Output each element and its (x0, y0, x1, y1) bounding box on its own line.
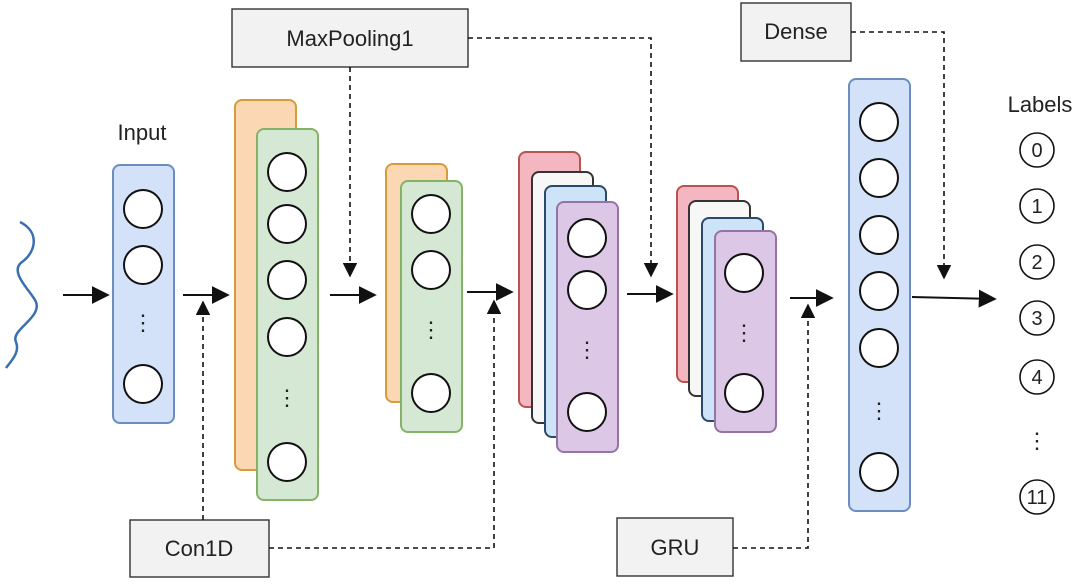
output-label-circle (1019, 359, 1055, 395)
labels-title: Labels (1008, 92, 1073, 117)
input-node (123, 245, 163, 285)
labels-ellipsis: ⋮ (1026, 428, 1048, 453)
conv-node (267, 204, 307, 244)
conv-node (267, 317, 307, 357)
conv-ellipsis: ⋮ (276, 385, 298, 410)
gru-box (616, 517, 734, 577)
output-label-circle (1019, 300, 1055, 336)
dense-node (859, 215, 899, 255)
conv2-node (567, 392, 607, 432)
dense-node (859, 158, 899, 198)
input-node (123, 364, 163, 404)
input-signal-wave (5, 220, 38, 369)
gru-connector (733, 303, 816, 549)
pool2-ellipsis: ⋮ (733, 320, 755, 345)
arrow-to-labels (911, 289, 997, 308)
dense-node (859, 328, 899, 368)
dense-node (859, 452, 899, 492)
conv2-ellipsis: ⋮ (576, 337, 598, 362)
pool-node (411, 194, 451, 234)
output-label-circle (1019, 244, 1055, 280)
output-label-circle (1019, 132, 1055, 168)
input-label: Input (118, 120, 167, 145)
conv2-node (567, 270, 607, 310)
pool2-node (724, 373, 764, 413)
dense-ellipsis: ⋮ (868, 398, 890, 423)
conv2-map-4 (556, 201, 619, 453)
dense-connector (851, 31, 952, 280)
conv-node (267, 152, 307, 192)
maxpooling-connector-right (468, 37, 659, 278)
conv2-node (567, 218, 607, 258)
pool-node (411, 250, 451, 290)
dense-node (859, 271, 899, 311)
output-label-text: 0 (1031, 140, 1042, 162)
input-node (123, 189, 163, 229)
pool-node (411, 373, 451, 413)
gru-label: GRU (651, 535, 700, 560)
output-label-text: 4 (1031, 367, 1042, 389)
output-label-text: 11 (1027, 487, 1048, 509)
output-labels: 0 1 2 3 4 11 (1019, 132, 1055, 515)
output-label-circle (1019, 188, 1055, 224)
dense-label: Dense (764, 19, 828, 44)
pool2-node (724, 253, 764, 293)
dense-box (740, 2, 852, 62)
conv-label: Con1D (165, 536, 233, 561)
maxpooling-box (231, 8, 469, 68)
output-label-circle (1019, 479, 1055, 515)
input-layer (112, 164, 175, 424)
conv-node (267, 260, 307, 300)
output-label-text: 2 (1031, 252, 1042, 274)
conv-node (267, 442, 307, 482)
output-label-text: 1 (1031, 196, 1042, 218)
dense-node (859, 102, 899, 142)
conv-connector-right (269, 299, 502, 549)
pool-map-front (400, 180, 463, 433)
maxpooling-label: MaxPooling1 (286, 26, 413, 51)
input-ellipsis: ⋮ (132, 310, 154, 335)
output-label-text: 3 (1031, 308, 1042, 330)
pool-ellipsis: ⋮ (420, 317, 442, 342)
